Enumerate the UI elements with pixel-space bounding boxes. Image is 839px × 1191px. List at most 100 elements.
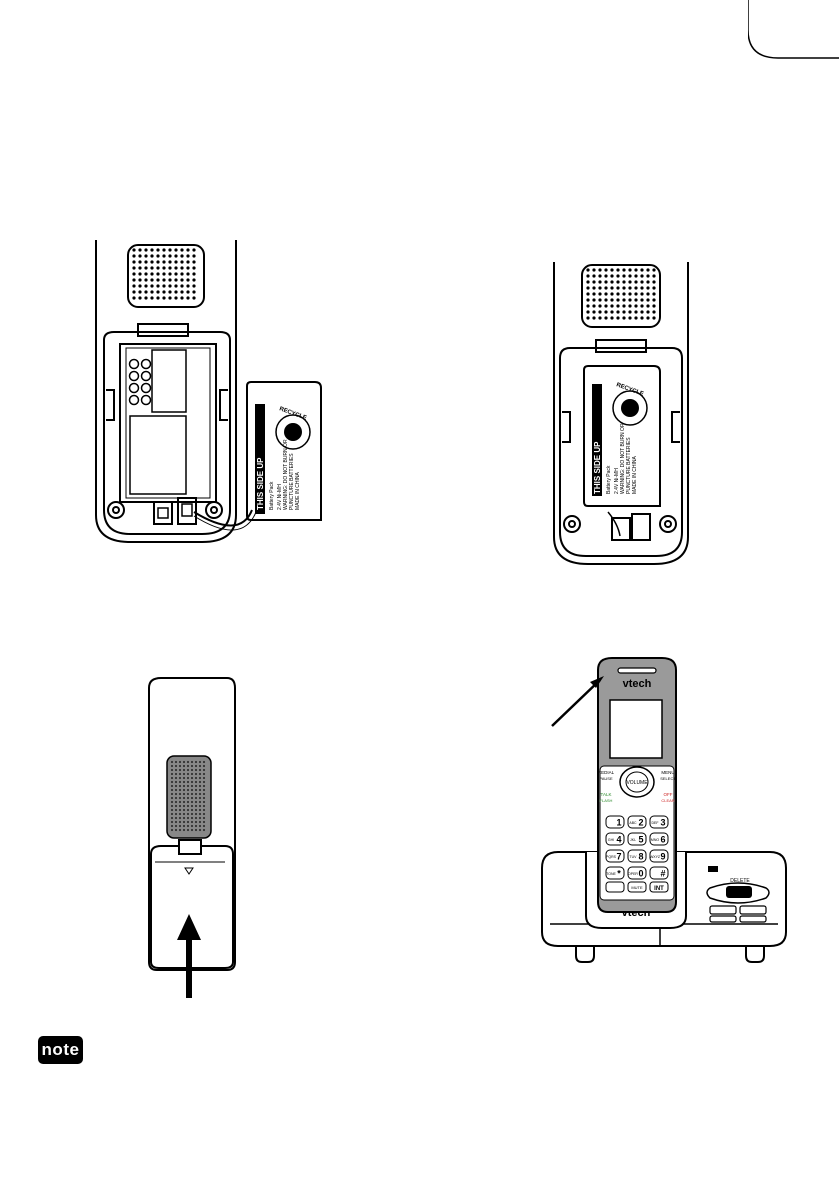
speaker-grille — [127, 244, 205, 308]
grille-dot — [174, 784, 178, 788]
keypad-letters: DEF — [652, 821, 659, 825]
keypad-digit: 6 — [660, 835, 665, 845]
grille-dot — [156, 296, 160, 300]
grille-dot — [178, 804, 182, 808]
grille-dot — [198, 768, 202, 772]
up-arrow-icon — [177, 914, 201, 998]
grille-dot — [586, 310, 590, 314]
grille-dot — [194, 796, 198, 800]
grille-dot — [170, 776, 174, 780]
battery-voltage-text: 2.4V Ni-MH — [277, 484, 283, 510]
grille-dot — [132, 248, 136, 252]
grille-dot — [180, 260, 184, 264]
grille-dot — [192, 296, 196, 300]
grille-dot — [194, 784, 198, 788]
grille-dot — [198, 812, 202, 816]
grille-dot — [186, 254, 190, 258]
grille-dot — [640, 286, 644, 290]
grille-dot — [178, 820, 182, 824]
redial-sub-label: PAUSE — [599, 776, 613, 781]
mute-label: MUTE — [631, 885, 643, 890]
grille-dot — [592, 298, 596, 302]
grille-dot — [170, 800, 174, 804]
grille-dot — [180, 278, 184, 282]
grille-dot — [186, 296, 190, 300]
grille-dot — [150, 248, 154, 252]
grille-dot — [194, 760, 198, 764]
grille-dot — [168, 254, 172, 258]
grille-dot — [192, 254, 196, 258]
grille-dot — [652, 316, 656, 320]
grille-dot — [598, 280, 602, 284]
grille-dot — [616, 280, 620, 284]
grille-dot — [198, 772, 202, 776]
grille-dot — [194, 764, 198, 768]
grille-dot — [156, 260, 160, 264]
grille-dot — [174, 296, 178, 300]
grille-dot — [150, 278, 154, 282]
grille-dot — [628, 316, 632, 320]
grille-dot — [162, 278, 166, 282]
grille-dot — [610, 280, 614, 284]
grille-dot — [592, 310, 596, 314]
grille-dot — [604, 268, 608, 272]
grille-dot — [628, 292, 632, 296]
grille-dot — [586, 304, 590, 308]
grille-dot — [170, 788, 174, 792]
grille-dot — [182, 764, 186, 768]
grille-dot — [610, 310, 614, 314]
grille-dot — [132, 278, 136, 282]
grille-dot — [168, 290, 172, 294]
grille-dot — [198, 800, 202, 804]
grille-dot — [190, 784, 194, 788]
grille-dot — [202, 784, 206, 788]
keypad-key[interactable]: # — [649, 866, 669, 880]
volume-label: VOLUME — [626, 780, 648, 786]
grille-dot — [182, 792, 186, 796]
grille-dot — [174, 808, 178, 812]
grille-dot — [634, 286, 638, 290]
grille-dot — [182, 804, 186, 808]
grille-dot — [182, 828, 186, 832]
grille-dot — [192, 272, 196, 276]
grille-dot — [194, 780, 198, 784]
grille-dot — [198, 780, 202, 784]
grille-dot — [190, 776, 194, 780]
keypad-digit: 0 — [638, 869, 643, 879]
keypad-digit: * — [617, 869, 621, 879]
keypad-letters: TUV — [630, 855, 638, 859]
keypad-digit: 9 — [660, 852, 665, 862]
grille-dot — [202, 760, 206, 764]
grille-dot — [598, 292, 602, 296]
grille-dot — [598, 286, 602, 290]
keypad-key[interactable]: 1 — [605, 815, 625, 829]
grille-dot — [610, 292, 614, 296]
grille-dot — [652, 280, 656, 284]
figure-battery-installed: RECYCLE THIS SIDE UP Battery Pack 2.4V N… — [548, 262, 698, 572]
grille-dot — [182, 812, 186, 816]
grille-dot — [174, 776, 178, 780]
grille-dot — [168, 248, 172, 252]
battery-warning2-text: PUNCTURE BATTERIES — [626, 437, 632, 494]
grille-dot — [190, 768, 194, 772]
grille-dot — [634, 292, 638, 296]
grille-dot — [198, 776, 202, 780]
keypad-digit: # — [660, 869, 665, 879]
keypad-key[interactable]: *TONE — [605, 866, 625, 880]
grille-dot — [182, 808, 186, 812]
grille-dot — [144, 278, 148, 282]
grille-dot — [138, 284, 142, 288]
keypad-digit: 1 — [616, 818, 621, 828]
grille-dot — [640, 268, 644, 272]
grille-dot — [634, 274, 638, 278]
grille-dot — [604, 286, 608, 290]
